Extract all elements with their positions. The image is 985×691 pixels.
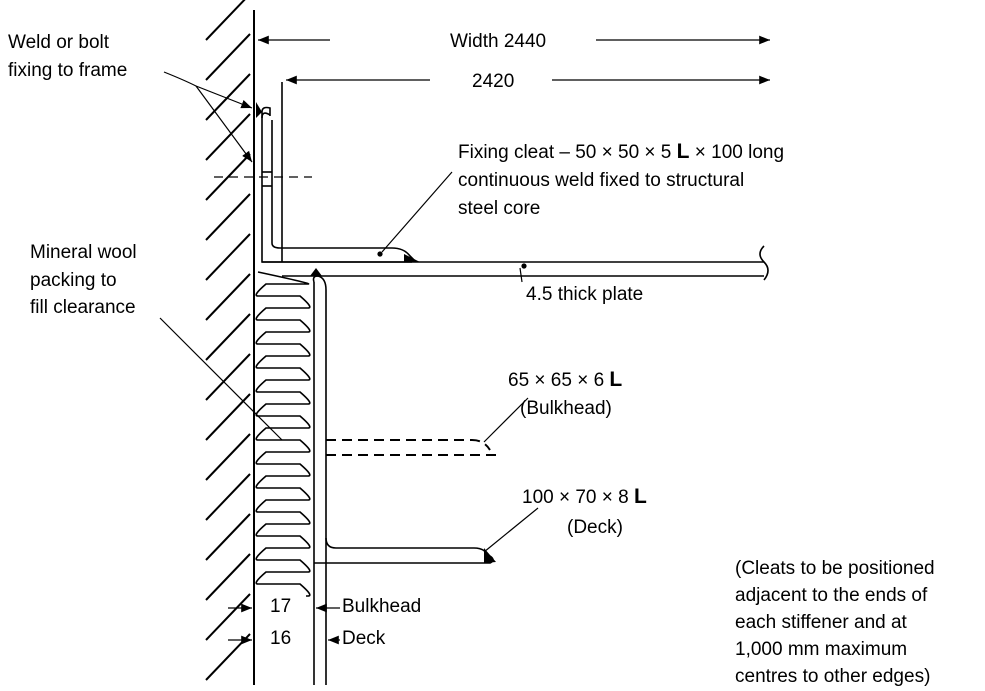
- deck-clearance-value: 16: [270, 628, 291, 649]
- svg-text:fill clearance: fill clearance: [30, 297, 136, 318]
- svg-text:Fixing cleat – 50 × 50 × 5 L ×: Fixing cleat – 50 × 50 × 5 L × 100 long: [458, 140, 784, 163]
- deck-clearance-label: Deck: [342, 628, 386, 649]
- svg-text:centres to other edges): centres to other edges): [735, 666, 930, 687]
- bulkhead-clearance-value: 17: [270, 596, 291, 617]
- svg-text:(Deck): (Deck): [567, 517, 623, 538]
- svg-text:100 × 70 × 8 L: 100 × 70 × 8 L: [522, 485, 647, 508]
- svg-text:adjacent to the ends of: adjacent to the ends of: [735, 585, 928, 606]
- svg-text:packing to: packing to: [30, 270, 117, 291]
- positioning-note: (Cleats to be positioned adjacent to the…: [735, 558, 935, 687]
- svg-text:65 × 65 × 6 L: 65 × 65 × 6 L: [508, 368, 622, 391]
- hatch-line: [205, 313, 251, 361]
- deck-plate: [262, 245, 769, 281]
- hatch-line: [205, 193, 251, 241]
- bulkhead-angle-note: 65 × 65 × 6 L (Bulkhead): [508, 368, 622, 419]
- hatch-line: [205, 73, 251, 121]
- hatch-line: [205, 33, 251, 81]
- hatch-line: [205, 553, 251, 601]
- hatch-line: [205, 513, 251, 561]
- clearance-dimensions: 17 Bulkhead 16 Deck: [228, 595, 421, 649]
- hatch-line: [205, 393, 251, 441]
- svg-text:Mineral wool: Mineral wool: [30, 242, 137, 263]
- hatch-line: [205, 473, 251, 521]
- hatch-line: [205, 113, 251, 161]
- svg-text:1,000 mm maximum: 1,000 mm maximum: [735, 639, 907, 660]
- fixing-cleat: [256, 102, 420, 263]
- svg-text:steel core: steel core: [458, 198, 540, 219]
- bulkhead-clearance-label: Bulkhead: [342, 596, 421, 617]
- width-label: Width 2440: [450, 31, 546, 52]
- hatch-line: [205, 353, 251, 401]
- cleat-note: Fixing cleat – 50 × 50 × 5 L × 100 long …: [458, 140, 784, 219]
- hatch-line: [205, 633, 251, 681]
- hatch-line: [205, 153, 251, 201]
- weld-note: Weld or bolt fixing to frame: [8, 32, 127, 81]
- wool-note: Mineral wool packing to fill clearance: [30, 242, 137, 318]
- leader-lines: [159, 71, 539, 553]
- svg-text:(Bulkhead): (Bulkhead): [520, 398, 612, 419]
- wall-hatching: [205, 0, 251, 681]
- inner-width-label: 2420: [472, 71, 514, 92]
- svg-text:each stiffener and at: each stiffener and at: [735, 612, 908, 633]
- svg-text:Weld or bolt: Weld or bolt: [8, 32, 110, 53]
- svg-text:(Cleats to be positioned: (Cleats to be positioned: [735, 558, 935, 579]
- hatch-line: [205, 0, 246, 41]
- plate-note: 4.5 thick plate: [526, 284, 643, 305]
- frame-wall: [205, 0, 255, 685]
- hatch-line: [205, 433, 251, 481]
- hatch-line: [205, 593, 251, 641]
- svg-text:fixing to frame: fixing to frame: [8, 60, 127, 81]
- inner-dimension: 2420: [286, 71, 770, 92]
- width-dimension: Width 2440: [258, 31, 770, 52]
- deck-angle-note: 100 × 70 × 8 L (Deck): [522, 485, 647, 538]
- stiffener-angles: [312, 275, 496, 685]
- mineral-wool-packing: [255, 271, 311, 597]
- hatch-line: [205, 273, 251, 321]
- hatch-line: [205, 233, 251, 281]
- svg-text:continuous weld fixed to struc: continuous weld fixed to structural: [458, 170, 744, 191]
